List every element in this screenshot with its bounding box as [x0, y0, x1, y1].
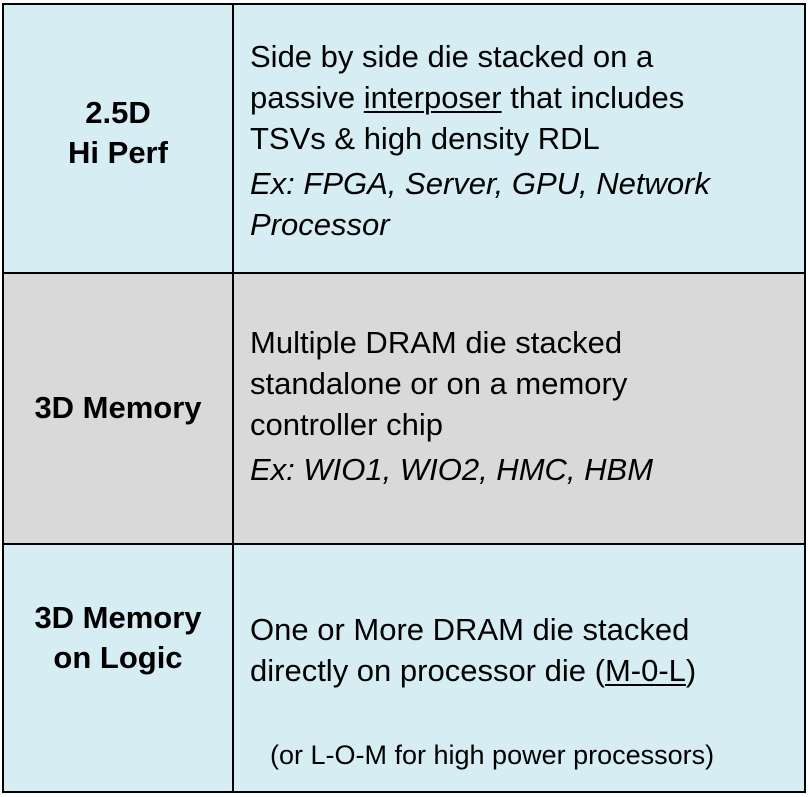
example-line: Ex: FPGA, Server, GPU, Network	[250, 166, 710, 201]
example-line: Processor	[250, 207, 390, 242]
desc-line: passive interposer that includes	[250, 77, 792, 118]
row-label-3d-memory-on-logic: 3D Memory on Logic	[4, 545, 234, 791]
mol-term: M-0-L	[604, 653, 686, 688]
row-desc-3d-memory: Multiple DRAM die stacked standalone or …	[234, 274, 804, 545]
row-label-2-5d: 2.5D Hi Perf	[4, 5, 234, 274]
interposer-term: interposer	[363, 80, 502, 115]
desc-line: controller chip	[250, 407, 443, 442]
desc-text: passive	[250, 80, 364, 115]
desc-line: directly on processor die (M-0-L)	[250, 650, 792, 691]
desc-line: One or More DRAM die stacked	[250, 612, 690, 647]
row-label-line: 3D Memory	[34, 389, 202, 425]
row-label-line: 3D Memory	[34, 600, 202, 635]
desc-line: Side by side die stacked on a	[250, 39, 654, 74]
row-label-line: Hi Perf	[68, 134, 168, 170]
desc-text: )	[685, 653, 697, 688]
row-desc-2-5d: Side by side die stacked on a passive in…	[234, 5, 804, 274]
desc-text: directly on processor die (	[250, 653, 605, 688]
example-line: Ex: WIO1, WIO2, HMC, HBM	[250, 452, 654, 487]
row-label-line: 2.5D	[85, 94, 151, 130]
desc-line: Multiple DRAM die stacked	[250, 325, 623, 360]
footnote: (or L-O-M for high power processors)	[270, 740, 715, 770]
desc-line: standalone or on a memory	[250, 366, 628, 401]
desc-line: TSVs & high density RDL	[250, 121, 600, 156]
stacking-types-table: 2.5D Hi Perf Side by side die stacked on…	[2, 3, 806, 793]
row-label-3d-memory: 3D Memory	[4, 274, 234, 545]
row-desc-3d-memory-on-logic: One or More DRAM die stacked directly on…	[234, 545, 804, 791]
desc-text: that includes	[501, 80, 685, 115]
row-label-line: on Logic	[53, 640, 183, 675]
